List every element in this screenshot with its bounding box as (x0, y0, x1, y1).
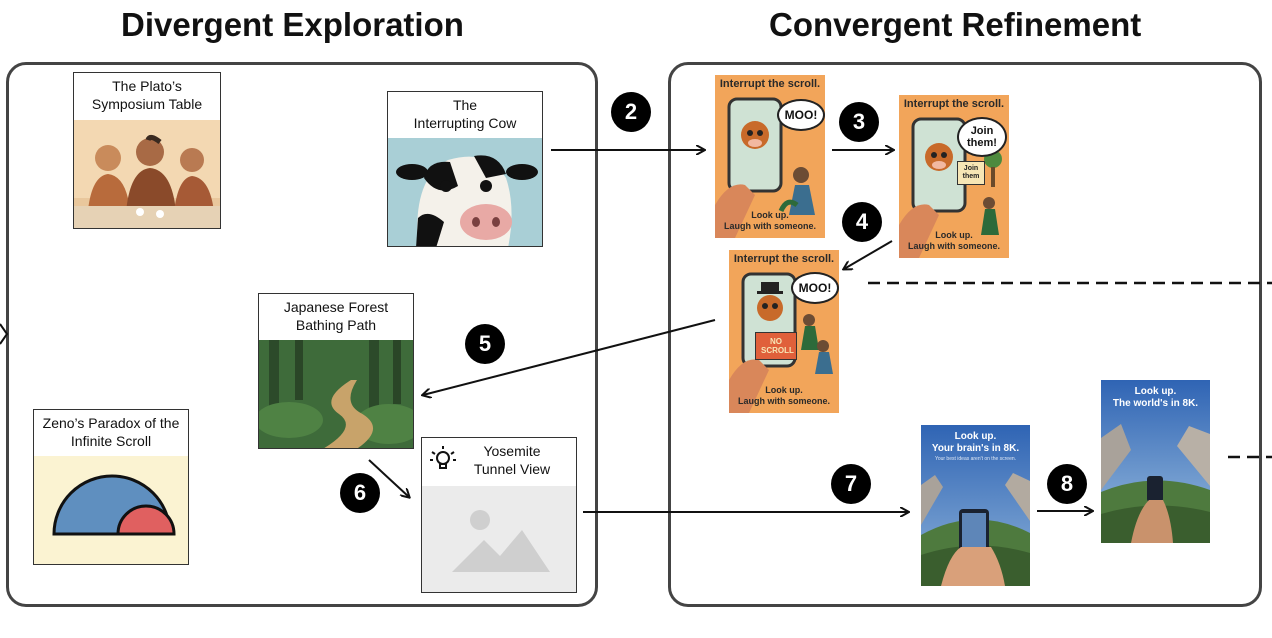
poster-4-headline: Look up. Your brain's in 8K. (931, 431, 1020, 454)
arrow-poster3-to-forest (423, 319, 716, 395)
zeno-image (34, 456, 188, 564)
card-yosemite-tunnel[interactable]: Yosemite Tunnel View (421, 437, 577, 593)
poster-3-bubble-text: MOO! (798, 281, 832, 295)
poster-5-headline: Look up. The world's in 8K. (1112, 386, 1199, 409)
poster-1-headline: Interrupt the scroll. (719, 78, 821, 90)
card-cow-label: The Interrupting Cow (413, 97, 517, 131)
card-zeno-paradox[interactable]: Zeno’s Paradox of the Infinite Scroll (33, 409, 189, 565)
arrow-poster2-to-poster3 (844, 240, 893, 269)
poster-3-sign: NO SCROLL (755, 332, 797, 360)
poster-4-subline: Your best ideas aren't on the screen. (934, 456, 1017, 462)
plato-image (74, 120, 220, 228)
card-plato-symposium[interactable]: The Plato’s Symposium Table (73, 72, 221, 229)
poster-3-speech-bubble: MOO! (791, 272, 839, 304)
poster-1-tagline: Look up. Laugh with someone. (723, 210, 816, 231)
poster-interrupt-join[interactable]: Interrupt the scroll. Join them! Join th… (899, 95, 1009, 258)
poster-3-tagline: Look up. Laugh with someone. (737, 385, 830, 406)
step-badge-8: 8 (1047, 464, 1087, 504)
poster-interrupt-moo[interactable]: Interrupt the scroll. MOO! Look up. Laug… (715, 75, 825, 238)
poster-brain-8k[interactable]: Look up. Your brain's in 8K. Your best i… (921, 425, 1030, 586)
card-zeno-label: Zeno’s Paradox of the Infinite Scroll (42, 415, 180, 449)
arrow-forest-to-yosemite (368, 459, 409, 497)
step-badge-2: 2 (611, 92, 651, 132)
cow-image (388, 138, 542, 246)
poster-3-headline: Interrupt the scroll. (733, 253, 835, 265)
poster-2-tagline: Look up. Laugh with someone. (907, 230, 1000, 251)
poster-3-sign-text: NO SCROLL (761, 337, 794, 355)
poster-world-8k[interactable]: Look up. The world's in 8K. (1101, 380, 1210, 543)
poster-1-speech-bubble: MOO! (777, 99, 825, 131)
right-section-title: Convergent Refinement (769, 6, 1142, 43)
poster-2-headline: Interrupt the scroll. (903, 98, 1005, 110)
poster-2-bubble-text: Join them! (967, 125, 997, 149)
card-japanese-forest[interactable]: Japanese Forest Bathing Path (258, 293, 414, 449)
poster-2-sign-text: Join them (962, 165, 980, 180)
card-plato-label: The Plato’s Symposium Table (91, 78, 203, 112)
lightbulb-icon (428, 444, 458, 474)
image-placeholder-icon (422, 486, 576, 592)
step-badge-5: 5 (465, 324, 505, 364)
left-section-title: Divergent Exploration (121, 6, 464, 43)
step-badge-6: 6 (340, 473, 380, 513)
poster-2-speech-bubble: Join them! (957, 117, 1007, 157)
incoming-arrow-tip (0, 323, 9, 345)
step-badge-7: 7 (831, 464, 871, 504)
poster-1-bubble-text: MOO! (784, 108, 818, 122)
poster-2-sign: Join them (957, 161, 985, 185)
card-forest-label: Japanese Forest Bathing Path (283, 299, 389, 333)
card-interrupting-cow[interactable]: The Interrupting Cow (387, 91, 543, 247)
step-badge-4: 4 (842, 202, 882, 242)
forest-image (259, 340, 413, 448)
poster-interrupt-no-scroll[interactable]: Interrupt the scroll. MOO! NO SCROLL Loo… (729, 250, 839, 413)
card-yosemite-label: Yosemite Tunnel View (473, 443, 551, 477)
step-badge-3: 3 (839, 102, 879, 142)
